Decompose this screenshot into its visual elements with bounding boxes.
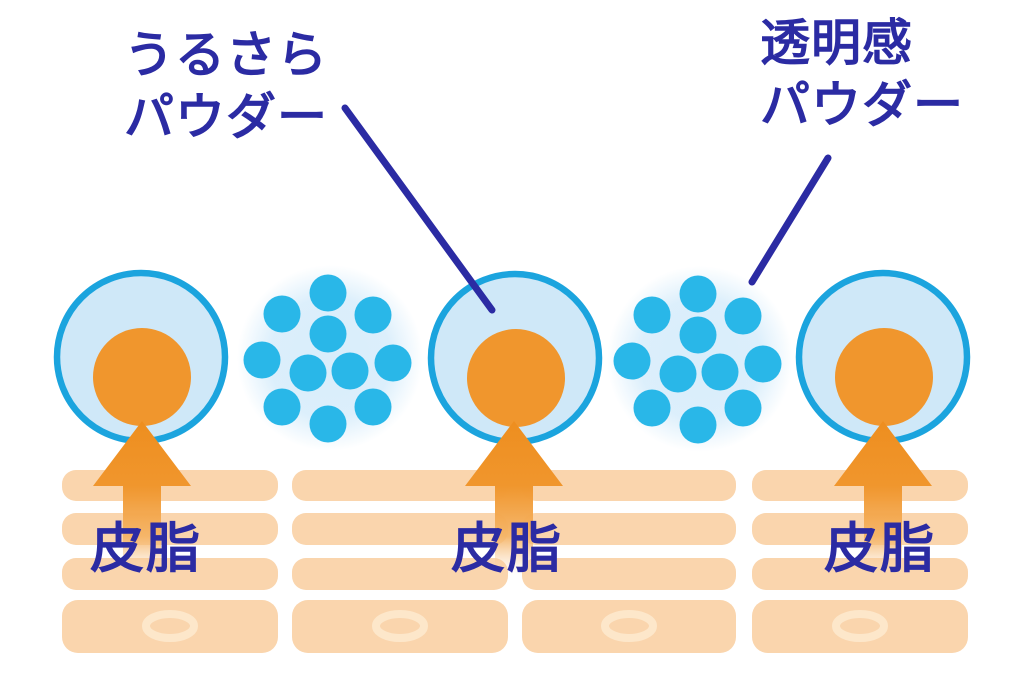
- urusara-powder-particle: [431, 274, 599, 442]
- skin-cell: [62, 513, 278, 545]
- urusara-powder-label-line1: うるさら: [124, 27, 328, 83]
- skin-cell: [62, 600, 278, 653]
- skin-cell-nucleus-oval: [372, 610, 428, 642]
- urusara-powder-particle: [57, 273, 225, 441]
- skin-cell: [292, 558, 508, 590]
- skin-cell: [522, 513, 736, 545]
- skin-cell-nucleus-oval: [601, 610, 657, 642]
- skin-cell: [752, 558, 968, 590]
- skin-cell-nucleus-oval: [142, 610, 198, 642]
- urusara-powder-label-line2: パウダー: [124, 89, 328, 145]
- toumeikan-powder-label-line1: 透明感: [760, 15, 913, 71]
- skin-cell: [522, 600, 736, 653]
- skin-cell: [522, 470, 736, 501]
- sebum-label-right: 皮脂: [824, 519, 936, 579]
- skin-cell: [292, 513, 508, 545]
- toumeikan-powder-label-line2: パウダー: [760, 77, 964, 133]
- toumeikan-powder-cluster: [607, 266, 793, 452]
- sebum-label-left: 皮脂: [90, 519, 202, 579]
- urusara-pointer-line: [341, 104, 496, 314]
- toumeikan-powder-label: 透明感 パウダー: [760, 12, 964, 136]
- toumeikan-powder-cluster: [237, 265, 423, 451]
- skin-cell: [292, 600, 508, 653]
- skin-cell-nucleus-oval: [832, 610, 888, 642]
- toumeikan-pointer-line: [748, 154, 832, 286]
- skin-cell: [62, 558, 278, 590]
- urusara-powder-label: うるさら パウダー: [124, 24, 328, 148]
- skin-cell: [752, 600, 968, 653]
- urusara-powder-particle: [799, 273, 967, 441]
- skin-cell: [752, 513, 968, 545]
- sebum-label-middle: 皮脂: [451, 519, 563, 579]
- skin-cell: [292, 470, 508, 501]
- skin-cell: [522, 558, 736, 590]
